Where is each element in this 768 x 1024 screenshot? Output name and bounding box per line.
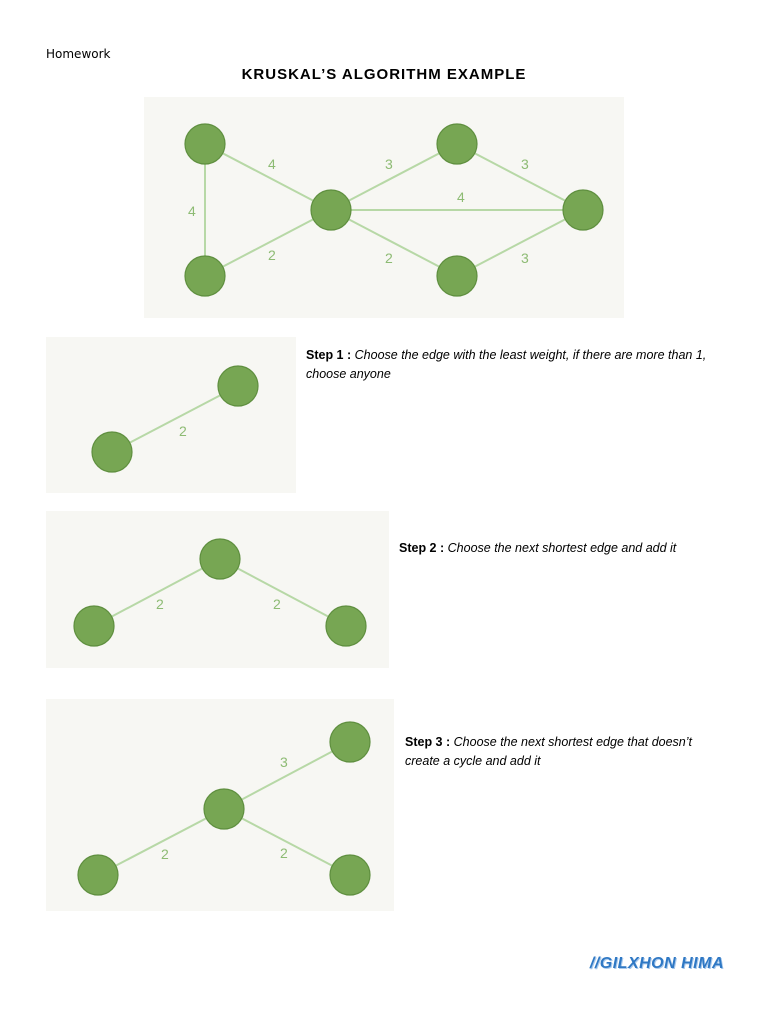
step-1-text: Choose the edge with the least weight, i… (306, 348, 707, 381)
edge-weight-label: 4 (457, 189, 465, 205)
edge-weight-label: 4 (268, 156, 276, 172)
edge-weight-label: 3 (385, 156, 393, 172)
step-2-text: Choose the next shortest edge and add it (447, 541, 677, 555)
graph-edge (330, 209, 458, 277)
step-1-description: Step 1 : Choose the edge with the least … (306, 346, 726, 384)
homework-label: Homework (46, 47, 111, 61)
edge-weight-label: 2 (179, 423, 187, 439)
graph-edge (456, 143, 584, 211)
graph-edge (204, 209, 332, 277)
step-1-graph-svg: 2 (91, 365, 259, 473)
graph-edge (97, 808, 225, 876)
step-3-text: Choose the next shortest edge that doesn… (405, 735, 692, 768)
step-2-graph-svg: 2 2 (73, 538, 367, 647)
graph-node (184, 255, 226, 297)
document-title: KRUSKAL’S ALGORITHM EXAMPLE (241, 66, 527, 83)
graph-node (562, 189, 604, 231)
step-3-label: Step 3 : (405, 735, 451, 749)
graph-edge (223, 808, 351, 876)
edge-weight-label: 2 (273, 596, 281, 612)
edge-weight-label: 2 (268, 247, 276, 263)
graph-node (73, 605, 115, 647)
edge-weight-label: 2 (385, 250, 393, 266)
edge-weight-label: 3 (521, 250, 529, 266)
graph-node (217, 365, 259, 407)
graph-edge (204, 143, 332, 211)
edge-weight-label: 3 (521, 156, 529, 172)
graph-edge (223, 741, 351, 810)
step-3-graph-svg: 3 2 2 (77, 721, 371, 896)
graph-edge (111, 385, 239, 453)
step-3-figure: 3 2 2 (46, 699, 394, 911)
graph-node (329, 854, 371, 896)
edge-weight-label: 2 (280, 845, 288, 861)
graph-node (199, 538, 241, 580)
step-1-figure: 2 (46, 337, 296, 493)
graph-node (329, 721, 371, 763)
graph-edge (219, 558, 347, 627)
graph-node (325, 605, 367, 647)
step-2-label: Step 2 : (399, 541, 445, 555)
edge-weight-label: 3 (280, 754, 288, 770)
edge-weight-label: 2 (161, 846, 169, 862)
author-signature: //GILXHON HIMA (589, 955, 724, 972)
step-2-description: Step 2 : Choose the next shortest edge a… (399, 539, 729, 558)
graph-node (203, 788, 245, 830)
step-3-description: Step 3 : Choose the next shortest edge t… (405, 733, 710, 771)
graph-node (436, 255, 478, 297)
graph-node (184, 123, 226, 165)
step-1-label: Step 1 : (306, 348, 352, 362)
graph-edge (93, 558, 221, 627)
graph-node (310, 189, 352, 231)
graph-node (91, 431, 133, 473)
edge-weight-label: 4 (188, 203, 196, 219)
main-graph-figure: 4 4 2 3 4 2 3 3 (144, 97, 624, 318)
graph-node (77, 854, 119, 896)
main-graph-svg: 4 4 2 3 4 2 3 3 (184, 123, 604, 297)
graph-edge (330, 143, 458, 211)
edge-weight-label: 2 (156, 596, 164, 612)
step-2-figure: 2 2 (46, 511, 389, 668)
graph-edge (456, 209, 584, 277)
graph-node (436, 123, 478, 165)
